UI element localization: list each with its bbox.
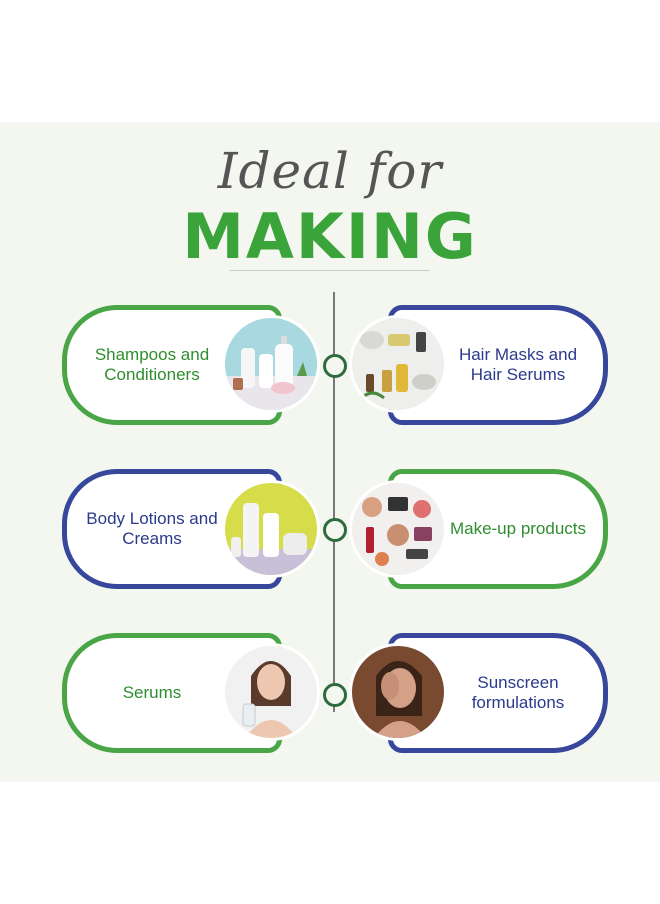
card-label: Sunscreen formulations	[471, 673, 565, 712]
timeline-line	[333, 292, 335, 712]
oils-photo	[352, 318, 444, 410]
infographic-panel: Ideal for MAKING Shampoos and Conditione…	[0, 122, 660, 782]
card-makeup: Make-up products	[388, 469, 608, 589]
card-label: Make-up products	[449, 519, 587, 538]
card-label: Serums	[122, 683, 182, 702]
makeup-photo	[352, 483, 444, 575]
title-divider	[230, 270, 430, 271]
timeline-node	[323, 354, 347, 378]
script-title: Ideal for	[217, 142, 443, 200]
woman-serum-photo	[225, 646, 317, 738]
card-label: Shampoos and Conditioners	[94, 345, 210, 384]
timeline-node	[323, 518, 347, 542]
bottles-photo	[225, 318, 317, 410]
lotions-photo	[225, 483, 317, 575]
main-title: MAKING	[182, 200, 478, 273]
card-label: Body Lotions and Creams	[86, 509, 218, 548]
woman-face-photo	[352, 646, 444, 738]
timeline-node	[323, 683, 347, 707]
card-label: Hair Masks and Hair Serums	[458, 345, 578, 384]
